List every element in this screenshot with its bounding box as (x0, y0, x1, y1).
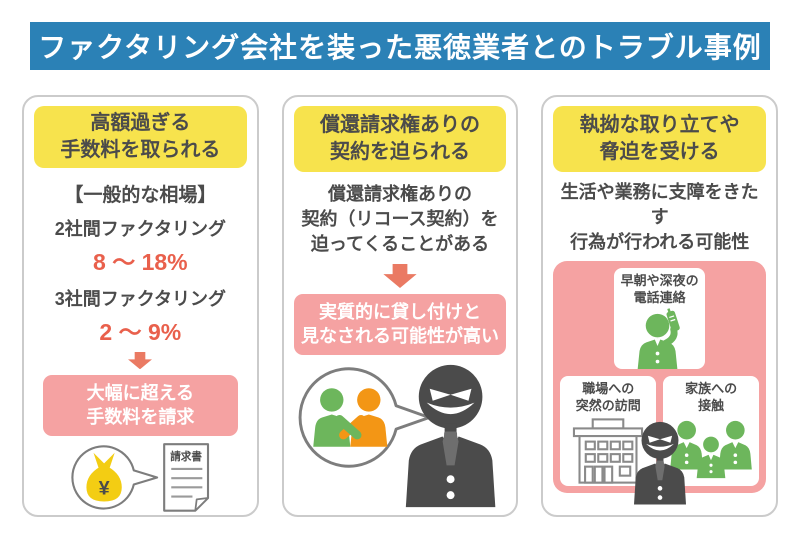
tactic-label: 家族への 接触 (685, 381, 738, 414)
card-header-recourse: 償還請求権ありの 契約を迫られる (293, 106, 507, 172)
tactic-workplace-visit: 職場への 突然の訪問 (560, 376, 657, 487)
fee-row-two-party: 2社間ファクタリング 8 〜 18% (55, 207, 226, 277)
evil-grin (426, 402, 475, 415)
handshake-arm (335, 415, 362, 440)
contract-speech-bubble (298, 367, 431, 468)
small-villain (633, 420, 686, 512)
tactics-panel: 早朝や深夜の 電話連絡 (553, 261, 767, 494)
card-recourse-contract: 償還請求権ありの 契約を迫られる 償還請求権ありの 契約（リコース契約）を 迫っ… (281, 95, 519, 517)
title-banner: ファクタリング会社を装った悪徳業者とのトラブル事例 (30, 22, 770, 70)
market-rate-title: 【一般的な相場】 (64, 185, 217, 206)
money-bag-invoice-illustration: ¥ 請求書 (71, 443, 209, 512)
fee-rate: 8 〜 18% (93, 249, 188, 275)
recourse-description: 償還請求権ありの 契約（リコース契約）を 迫ってくることがある (301, 184, 499, 254)
evil-eye (450, 389, 472, 401)
phone-call-person-icon (637, 308, 680, 370)
card-excessive-fees: 高額過ぎる 手数料を取られる 【一般的な相場】 2社間ファクタリング 8 〜 1… (22, 95, 259, 517)
office-building-icon (573, 418, 644, 484)
money-bag-icon: ¥ (86, 452, 122, 502)
phone-icon (666, 308, 680, 332)
family-icon (670, 421, 752, 479)
down-arrow-icon (383, 264, 417, 289)
evil-eye (429, 389, 451, 401)
evil-eye (659, 435, 672, 443)
fee-label: 2社間ファクタリング (54, 219, 226, 239)
handshake-orange-person-icon (339, 388, 388, 447)
tactic-phone-calls: 早朝や深夜の 電話連絡 (613, 268, 706, 370)
yen-symbol: ¥ (98, 478, 109, 500)
tactics-bottom-row: 職場への 突然の訪問 (560, 376, 760, 487)
card-header-harassment: 執拗な取り立てや 脅迫を受ける (553, 106, 767, 172)
harassment-description: 生活や業務に支障をきたす 行為が行われる可能性 (560, 182, 759, 252)
result-box-fees: 大幅に超える 手数料を請求 (42, 375, 239, 437)
invoice-icon: 請求書 (162, 443, 209, 512)
down-arrow-icon (128, 352, 153, 370)
card-header-fees: 高額過ぎる 手数料を取られる (34, 106, 247, 168)
fee-label: 3社間ファクタリング (54, 289, 226, 309)
handshake-villain-illustration (298, 365, 496, 508)
page-title: ファクタリング会社を装った悪徳業者とのトラブル事例 (38, 32, 762, 63)
fee-row-three-party: 3社間ファクタリング 2 〜 9% (55, 277, 226, 347)
invoice-title: 請求書 (170, 450, 202, 463)
evil-eye (647, 435, 660, 443)
result-box-recourse: 実質的に貸し付けと 見なされる可能性が高い (293, 294, 507, 356)
villain-icon (405, 365, 496, 508)
card-harassment: 執拗な取り立てや 脅迫を受ける 生活や業務に支障をきたす 行為が行われる可能性 … (541, 95, 779, 517)
evil-grin (645, 443, 674, 451)
fee-rate: 2 〜 9% (99, 319, 182, 345)
tactic-label: 早朝や深夜の 電話連絡 (620, 273, 699, 306)
tactic-label: 職場への 突然の訪問 (575, 381, 641, 414)
villain-icon (633, 421, 686, 505)
cards-row: 高額過ぎる 手数料を取られる 【一般的な相場】 2社間ファクタリング 8 〜 1… (22, 95, 779, 517)
tactic-family-contact: 家族への 接触 (663, 376, 760, 487)
